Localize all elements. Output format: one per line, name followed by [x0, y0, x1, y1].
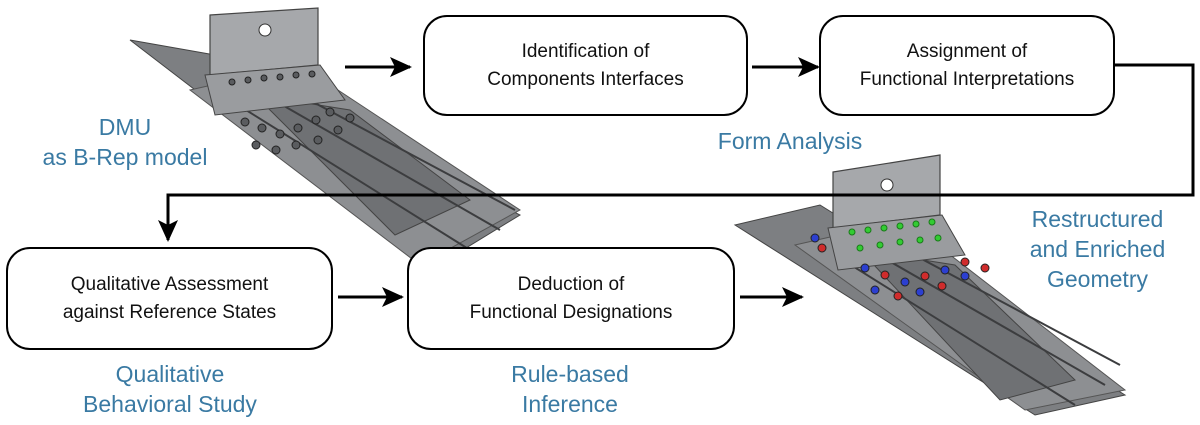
form-analysis-text: Form Analysis	[717, 128, 863, 154]
form-analysis-caption: Form Analysis	[670, 126, 910, 156]
dmu-caption-line1: DMU	[98, 114, 152, 140]
dmu-caption-line2: as B-Rep model	[42, 144, 208, 170]
qualitative-line1: Qualitative Assessment	[70, 273, 269, 295]
deduction-line2: Functional Designations	[469, 301, 673, 323]
restructured-line1: Restructured	[1031, 206, 1164, 232]
qualitative-line2: against Reference States	[62, 301, 277, 323]
rule-based-line2: Inference	[522, 391, 618, 417]
restructured-line2: and Enriched	[1029, 236, 1166, 262]
assignment-box: Assignment of Functional Interpretations	[819, 15, 1115, 116]
aircraft-bracket-model-icon	[129, 7, 522, 271]
enriched-bracket-model-icon	[733, 154, 1127, 416]
identification-line2: Components Interfaces	[487, 68, 684, 90]
rule-based-line1: Rule-based	[511, 361, 629, 387]
qualitative-study-line1: Qualitative	[115, 361, 225, 387]
restructured-geometry-caption: Restructured and Enriched Geometry	[995, 204, 1200, 294]
assignment-line2: Functional Interpretations	[859, 68, 1075, 90]
rule-based-caption: Rule-based Inference	[460, 359, 680, 419]
arrow-assignment-to-qualitative	[158, 63, 1195, 242]
deduction-line1: Deduction of	[517, 273, 625, 295]
identification-line1: Identification of	[521, 40, 650, 62]
assignment-line1: Assignment of	[906, 40, 1028, 62]
restructured-line3: Geometry	[1047, 266, 1148, 292]
qualitative-study-caption: Qualitative Behavioral Study	[40, 359, 300, 419]
qualitative-assessment-box: Qualitative Assessment against Reference…	[6, 247, 333, 350]
qualitative-study-line2: Behavioral Study	[83, 391, 257, 417]
identification-box: Identification of Components Interfaces	[423, 15, 748, 116]
deduction-box: Deduction of Functional Designations	[407, 247, 735, 350]
dmu-caption: DMU as B-Rep model	[10, 112, 240, 172]
